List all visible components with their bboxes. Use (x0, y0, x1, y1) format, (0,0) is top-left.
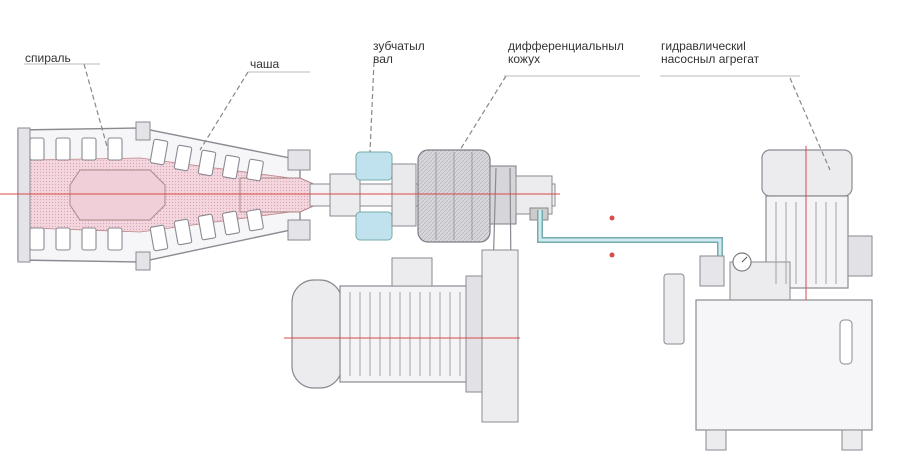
label-gear-shaft-line2: вал (373, 52, 393, 66)
label-hydraulic-unit: гидравлическиl насосныл агрегат (661, 40, 759, 66)
label-diff-housing: дифференциальныл кожух (508, 40, 624, 66)
label-diff-housing-line2: кожух (508, 52, 541, 66)
gear-shaft (355, 151, 417, 241)
differential-housing (417, 149, 553, 243)
label-underlines (24, 63, 800, 77)
label-spiral-text: спираль (25, 51, 71, 65)
label-gear-shaft-line1: зубчатыл (373, 39, 425, 53)
motor-cooling-fins (349, 292, 461, 376)
center-lines (0, 146, 807, 339)
label-spiral: спираль (25, 52, 71, 65)
label-bowl-text: чаша (250, 57, 280, 71)
main-motor (291, 249, 519, 423)
hydraulic-pipe (537, 210, 723, 258)
label-hydraulic-unit-line2: насосныл агрегат (661, 52, 760, 66)
scroll-flights (29, 137, 264, 252)
label-bowl: чаша (250, 58, 279, 71)
label-gear-shaft: зубчатыл вал (373, 40, 425, 66)
leader-lines (83, 61, 831, 171)
hydraulic-pump-unit (663, 149, 873, 451)
label-hydraulic-unit-line1: гидравлическиl (661, 39, 746, 53)
label-diff-housing-line1: дифференциальныл (508, 39, 624, 53)
